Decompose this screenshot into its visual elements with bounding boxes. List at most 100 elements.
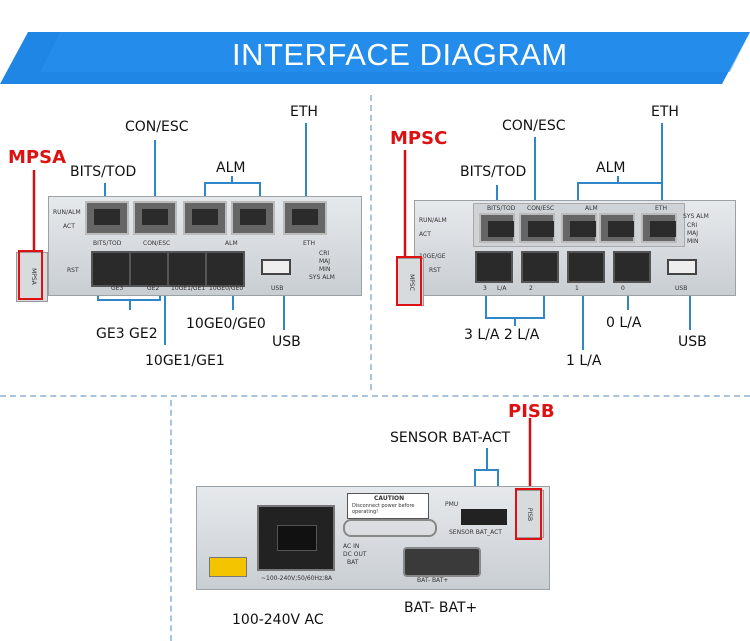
mpsc-alm-port-1 [561, 213, 597, 243]
mpsa-ge3-ge2-label: GE3 GE2 [96, 326, 158, 342]
pisb-bat-pm-text: BAT- BAT+ [417, 577, 449, 584]
mpsa-10ge1-port [167, 251, 207, 287]
pisb-caution-text: CAUTION [374, 495, 405, 502]
pisb-sensor-port [461, 509, 507, 525]
pisb-ac-label: 100-240V AC [232, 612, 324, 628]
mpsa-board: RUN/ALM ACT RST BITS/TOD CON/ESC ALM ETH… [48, 196, 362, 296]
mpsc-p2-text: 2 [529, 285, 533, 292]
mpsc-p0-text: 0 [621, 285, 625, 292]
mpsa-ge3-port [91, 251, 131, 287]
mpsa-usb-text: USB [271, 285, 284, 292]
mpsc-bits-tod-label: BITS/TOD [460, 164, 527, 180]
pisb-bat-label: BAT- BAT+ [404, 600, 478, 616]
mpsa-ge2-port [129, 251, 169, 287]
mpsa-sys-alm-led: SYS ALM [309, 274, 335, 281]
mpsc-label: MPSC [390, 128, 448, 149]
mpsc-port-2 [521, 251, 559, 283]
mpsc-maj-led: MAJ [687, 230, 699, 237]
section-divider [0, 395, 750, 397]
mpsc-port-0-label: 0 L/A [606, 315, 642, 331]
mpsc-eth-label: ETH [651, 104, 679, 120]
pisb-caution-label: CAUTION Disconnect power before operatin… [347, 493, 429, 519]
mpsa-alm-port-1 [183, 201, 227, 235]
mpsc-sys-alm-led: SYS ALM [683, 213, 709, 220]
mpsa-alm-text: ALM [225, 240, 238, 247]
mpsc-bits-tod-text: BITS/TOD [487, 205, 516, 212]
mpsc-act-led: ACT [419, 231, 431, 238]
mpsc-port-1-label: 1 L/A [566, 353, 602, 369]
mpsc-cri-led: CRI [687, 222, 698, 229]
pisb-handle: PISB [516, 490, 544, 538]
mpsa-10ge0-port [205, 251, 245, 287]
mpsa-rst-button[interactable]: RST [67, 267, 79, 274]
mpsc-con-esc-text: CON/ESC [527, 205, 555, 212]
mpsc-usb-port [667, 259, 697, 275]
mpsa-eth-text: ETH [303, 240, 315, 247]
pisb-board: ~100-240V;50/60Hz;8A CAUTION Disconnect … [196, 486, 550, 590]
mpsc-alm-text: ALM [585, 205, 598, 212]
mpsa-con-esc-port [133, 201, 177, 235]
mpsa-alm-label: ALM [216, 160, 246, 176]
mpsc-eth-text: ETH [655, 205, 667, 212]
mpsc-port-0 [613, 251, 651, 283]
mpsa-bits-tod-label: BITS/TOD [70, 164, 137, 180]
mpsc-usb-text: USB [675, 285, 688, 292]
pisb-battery-connector [403, 547, 481, 577]
mpsa-bits-tod-port [85, 201, 129, 235]
mpsc-la-text: L/A [497, 285, 507, 292]
mpsa-con-esc-text: CON/ESC [143, 240, 171, 247]
mpsa-usb-label: USB [272, 334, 301, 350]
mpsc-run-alm-led: RUN/ALM [419, 217, 447, 224]
mpsa-eth-label: ETH [290, 104, 318, 120]
mpsc-min-led: MIN [687, 238, 699, 245]
pisb-dc-out-led: DC OUT [343, 551, 367, 558]
mpsa-10ge1-label: 10GE1/GE1 [145, 353, 225, 369]
pisb-rating-text: ~100-240V;50/60Hz;8A [261, 575, 333, 582]
mpsc-ge-text: 10GE/GE [419, 253, 446, 260]
mpsc-ports-3-2-label: 3 L/A 2 L/A [464, 327, 540, 343]
pisb-ac-socket [257, 505, 335, 571]
mpsa-eth-port [283, 201, 327, 235]
pisb-sensor-text: SENSOR BAT_ACT [449, 529, 502, 536]
mpsc-con-esc-port [519, 213, 555, 243]
warning-icon [209, 557, 247, 577]
mpsc-highlight [396, 256, 422, 306]
mpsa-label: MPSA [8, 147, 66, 168]
page-title: INTERFACE DIAGRAM [232, 37, 568, 72]
pisb-handle-slot [343, 519, 437, 537]
mpsa-min-led: MIN [319, 266, 331, 273]
mpsc-con-esc-label: CON/ESC [502, 118, 566, 134]
mpsc-port-1 [567, 251, 605, 283]
mpsa-alm-port-2 [231, 201, 275, 235]
pisb-pmu-text: PMU [445, 501, 459, 508]
pisb-ac-in-led: AC IN [343, 543, 360, 550]
mpsa-con-esc-label: CON/ESC [125, 119, 189, 135]
mpsa-usb-port [261, 259, 291, 275]
mpsc-eth-port [641, 213, 677, 243]
mpsc-p3-text: 3 [483, 285, 487, 292]
section-divider-vertical [370, 95, 372, 390]
mpsa-maj-led: MAJ [319, 258, 331, 265]
mpsa-act-led: ACT [63, 223, 75, 230]
mpsa-bits-tod-text: BITS/TOD [93, 240, 122, 247]
mpsa-ge0-text: 10GE0/GE0 [209, 285, 244, 292]
mpsc-port-3 [475, 251, 513, 283]
mpsa-ge3-text: GE3 [111, 285, 124, 292]
pisb-caution-body: Disconnect power before operating! [352, 503, 415, 515]
mpsc-alm-label: ALM [596, 160, 626, 176]
mpsc-p1-text: 1 [575, 285, 579, 292]
header-banner [0, 32, 750, 84]
pisb-highlight [515, 488, 542, 540]
mpsc-rst-button[interactable]: RST [429, 267, 441, 274]
mpsa-run-alm-led: RUN/ALM [53, 209, 81, 216]
pisb-bat-led: BAT [347, 559, 359, 566]
mpsa-ge1-text: 10GE1/GE1 [171, 285, 206, 292]
mpsa-highlight [18, 250, 43, 300]
pisb-sensor-bat-act-label: SENSOR BAT-ACT [390, 430, 511, 446]
section-divider-left [170, 400, 172, 641]
mpsc-bits-tod-port [479, 213, 515, 243]
mpsc-board: RUN/ALM ACT 10GE/GE RST BITS/TOD CON/ESC… [414, 200, 736, 296]
mpsc-alm-port-2 [599, 213, 635, 243]
pisb-label: PISB [508, 401, 555, 422]
